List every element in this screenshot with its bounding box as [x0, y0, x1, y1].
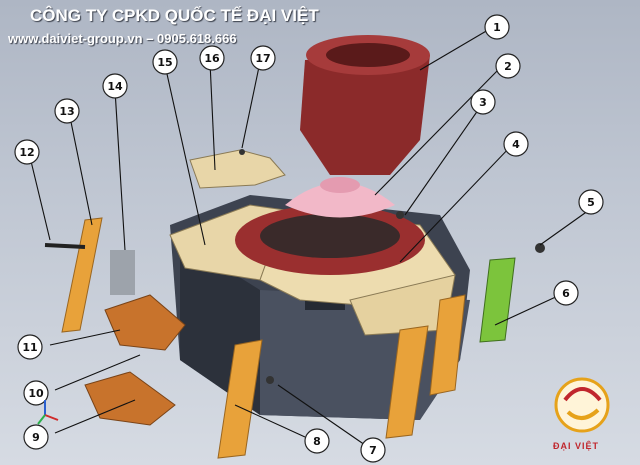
- svg-text:11: 11: [22, 341, 37, 354]
- callout-13: 13: [54, 98, 80, 124]
- svg-text:10: 10: [28, 387, 44, 400]
- brackets: [84, 294, 186, 426]
- cone: [285, 177, 395, 218]
- callout-10: 10: [23, 380, 49, 406]
- callout-17: 17: [250, 45, 276, 71]
- axis-triad-icon: [37, 400, 59, 425]
- callout-12: 12: [14, 139, 40, 165]
- svg-text:2: 2: [504, 60, 512, 73]
- svg-text:5: 5: [587, 196, 595, 209]
- callout-1: 1: [484, 14, 510, 40]
- side-bars: [61, 217, 466, 459]
- company-name: CÔNG TY CPKD QUỐC TẾ ĐẠI VIỆT: [30, 6, 319, 25]
- callout-8: 8: [304, 428, 330, 454]
- svg-text:12: 12: [19, 146, 34, 159]
- svg-text:6: 6: [562, 287, 570, 300]
- bushing: [300, 35, 430, 175]
- callout-2: 2: [495, 53, 521, 79]
- shim-plate: [479, 257, 516, 343]
- svg-text:4: 4: [512, 138, 520, 151]
- callout-11: 11: [17, 334, 43, 360]
- top-liner-plate: [189, 149, 286, 189]
- svg-text:1: 1: [493, 21, 501, 34]
- leader-lines: [29, 29, 593, 446]
- svg-text:15: 15: [157, 56, 172, 69]
- svg-text:7: 7: [369, 444, 377, 457]
- callout-16: 16: [199, 45, 225, 71]
- callout-9: 9: [23, 424, 49, 450]
- dai-viet-logo-icon: [554, 377, 610, 433]
- svg-text:13: 13: [59, 105, 74, 118]
- svg-text:9: 9: [32, 431, 40, 444]
- callout-3: 3: [470, 89, 496, 115]
- logo-text: ĐẠI VIỆT: [553, 441, 600, 451]
- svg-text:17: 17: [255, 52, 270, 65]
- svg-text:14: 14: [107, 80, 123, 93]
- ring-flange: [235, 205, 425, 275]
- company-contact: www.daiviet-group.vn – 0905.618.666: [8, 31, 237, 46]
- bolts: [44, 149, 545, 384]
- svg-text:16: 16: [204, 52, 220, 65]
- svg-text:3: 3: [479, 96, 487, 109]
- callout-15: 15: [152, 49, 178, 75]
- svg-text:8: 8: [313, 435, 321, 448]
- callout-5: 5: [578, 189, 604, 215]
- callout-6: 6: [553, 280, 579, 306]
- callout-7: 7: [360, 437, 386, 463]
- callout-4: 4: [503, 131, 529, 157]
- callout-14: 14: [102, 73, 128, 99]
